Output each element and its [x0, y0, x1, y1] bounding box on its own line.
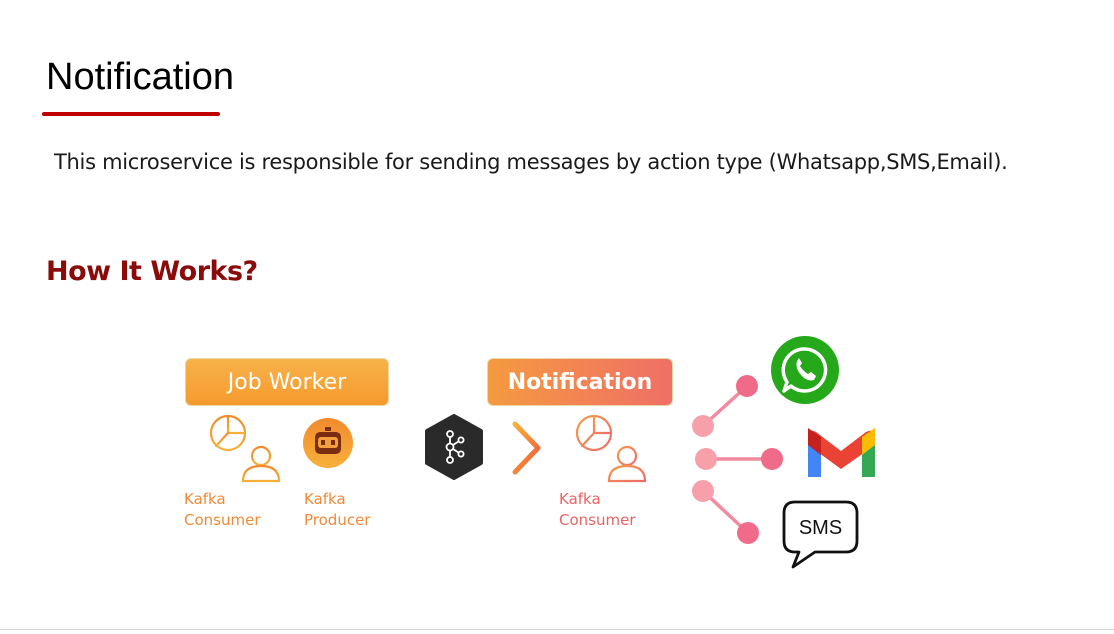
- page-description: This microservice is responsible for sen…: [54, 150, 1008, 174]
- job-worker-label: Job Worker: [185, 358, 389, 406]
- connector-nodes: [692, 375, 783, 544]
- sms-icon-text: SMS: [799, 517, 842, 539]
- kafka-producer-label: Kafka Producer: [304, 490, 371, 529]
- sms-bubble-icon: SMS: [782, 500, 859, 569]
- whatsapp-icon: [771, 336, 839, 404]
- notification-label: Notification: [487, 358, 673, 406]
- section-heading: How It Works?: [46, 256, 258, 287]
- notification-consumer-label: Kafka Consumer: [559, 490, 636, 529]
- kafka-icon: [425, 414, 483, 480]
- chevron-right-icon: [512, 421, 541, 475]
- gmail-icon: [808, 428, 875, 477]
- title-underline: [42, 112, 220, 116]
- page-title: Notification: [46, 56, 234, 98]
- robot-icon: [303, 418, 353, 468]
- analytics-user-icon: [575, 414, 647, 483]
- analytics-user-icon: [209, 414, 281, 483]
- kafka-consumer-label: Kafka Consumer: [184, 490, 261, 529]
- bottom-divider: [0, 629, 1114, 630]
